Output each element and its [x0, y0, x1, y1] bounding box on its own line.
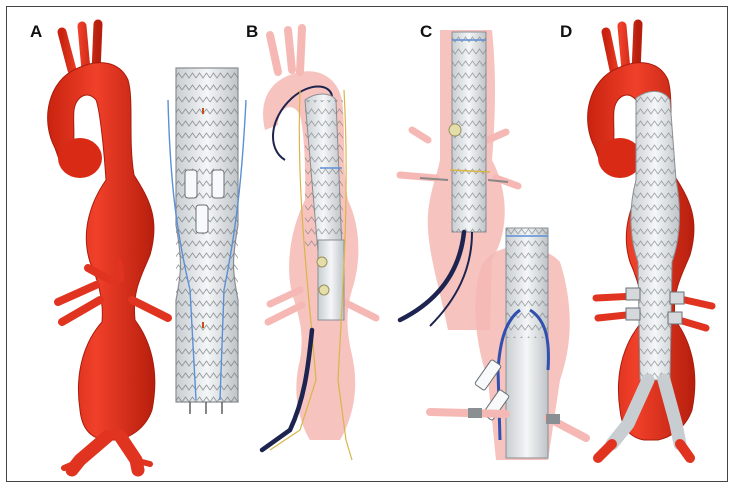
panel-c-upper-illustration — [396, 30, 522, 330]
panel-label-b: B — [246, 22, 259, 41]
panel-label-a: A — [30, 22, 43, 41]
panel-label-c: C — [420, 22, 433, 41]
stent-graft-device — [167, 67, 247, 414]
panel-a-aorta — [47, 19, 172, 477]
panel-label-d: D — [560, 22, 573, 41]
panel-b-illustration — [259, 24, 380, 461]
panel-c-lower-illustration — [426, 227, 590, 460]
panel-d-illustration — [587, 19, 716, 463]
